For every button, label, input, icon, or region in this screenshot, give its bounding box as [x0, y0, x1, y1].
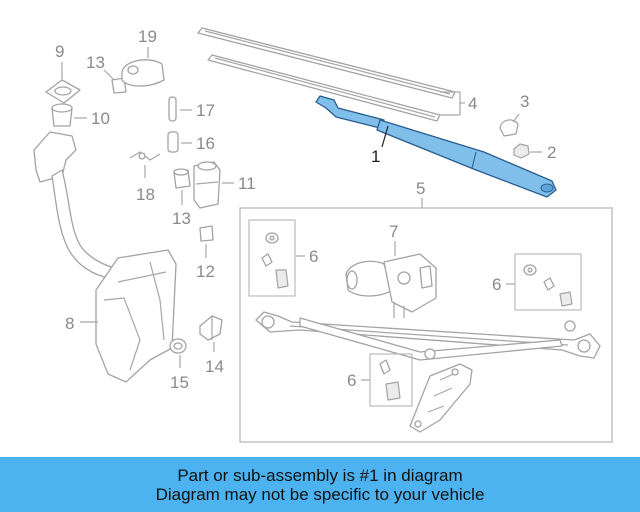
info-banner: Part or sub-assembly is #1 in diagram Di… [0, 457, 640, 512]
callout-1-leader [381, 125, 389, 148]
wiper-linkage[interactable] [255, 311, 601, 361]
callout-13-top: 13 [86, 53, 105, 72]
arm-cap[interactable] [499, 119, 519, 137]
callout-4-leader [440, 91, 465, 116]
callout-18: 18 [136, 185, 155, 204]
bolt-kit-right[interactable] [523, 264, 573, 307]
callout-7: 7 [389, 222, 398, 241]
washer-hose[interactable] [168, 96, 177, 122]
bolt-kit-right-box [514, 253, 582, 311]
callout-1: 1 [371, 147, 380, 166]
callout-10: 10 [91, 109, 110, 128]
wiper-motor[interactable] [345, 253, 437, 318]
washer-pump[interactable] [193, 161, 221, 209]
hose-connector[interactable] [167, 131, 179, 153]
bolt-kit-left[interactable] [261, 232, 289, 289]
filler-strainer[interactable] [45, 79, 81, 104]
callout-14: 14 [205, 357, 224, 376]
washer-nozzle[interactable] [121, 59, 165, 87]
level-sensor-grommet[interactable] [169, 338, 187, 354]
callout-2: 2 [547, 143, 556, 162]
callout-6-bottom: 6 [347, 371, 356, 390]
bolt-kit-left-box [248, 219, 296, 297]
callout-9: 9 [55, 42, 64, 61]
pump-grommet[interactable] [199, 225, 214, 242]
callout-8: 8 [65, 314, 74, 333]
motor-bracket[interactable] [409, 363, 473, 433]
callout-5: 5 [416, 179, 425, 198]
grommet-lower[interactable] [173, 168, 191, 189]
callout-3: 3 [520, 92, 529, 111]
callout-6-right: 6 [492, 275, 501, 294]
wiper-arm-highlighted[interactable] [315, 95, 557, 198]
callout-11: 11 [238, 174, 256, 193]
callout-12: 12 [196, 262, 215, 281]
callout-17: 17 [196, 101, 215, 120]
hose-clip[interactable] [129, 151, 161, 161]
callout-13-lower: 13 [172, 209, 191, 228]
parts-diagram: 4 1 3 2 9 13 19 10 [33, 27, 613, 443]
banner-line-2: Diagram may not be specific to your vehi… [155, 484, 485, 504]
reservoir-cap[interactable] [51, 103, 73, 127]
callout-19: 19 [138, 27, 157, 46]
level-sensor[interactable] [199, 315, 223, 341]
arm-nut[interactable] [513, 143, 530, 159]
washer-reservoir[interactable] [33, 131, 177, 383]
callout-6-left: 6 [309, 247, 318, 266]
grommet-top[interactable] [111, 77, 127, 94]
callout-4: 4 [468, 94, 477, 113]
motor-linkage-box [239, 207, 613, 443]
callout-16: 16 [196, 134, 215, 153]
banner-line-1: Part or sub-assembly is #1 in diagram [177, 465, 463, 485]
bolt-kit-bottom[interactable] [379, 359, 401, 401]
callout-15: 15 [170, 373, 189, 392]
